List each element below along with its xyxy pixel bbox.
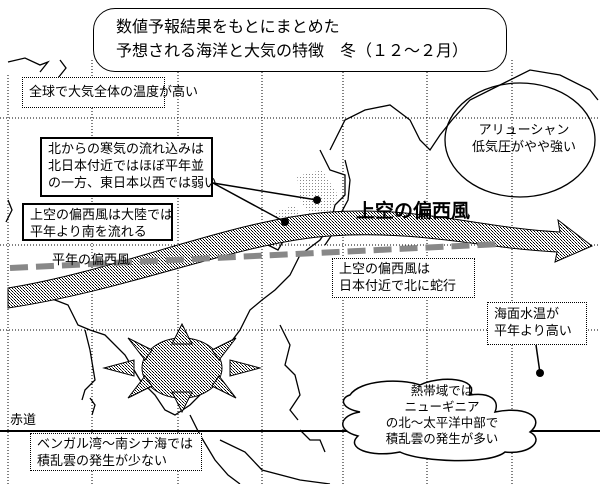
- marker-sst: [536, 369, 544, 377]
- aleutian-low-note: アリューシャン 低気圧がやや強い: [472, 122, 576, 156]
- bengal-note: ベンガル湾～南シナ海では 積乱雲の発生が少ない: [30, 433, 202, 471]
- normal-westerly-label: 平年の偏西風: [52, 253, 131, 268]
- note-line: 日本付近で北に蛇行: [339, 279, 457, 294]
- note-line: 平年より南を流れる: [30, 225, 147, 240]
- callout-lines: [212, 182, 541, 374]
- cold-air-note: 北からの寒気の流れ込みは 北日本付近ではほぼ平年並 の一方、東日本以西では弱い: [40, 137, 218, 197]
- map-title: 数値予報結果をもとにまとめた 予想される海洋と大気の特徴 冬（１２～２月）: [93, 8, 507, 72]
- sst-note: 海面水温が 平年より高い: [487, 302, 587, 345]
- note-line: 熱帯域では: [410, 383, 474, 398]
- lat-lon-grid: [0, 60, 600, 484]
- note-line: ベンガル湾～南シナ海では: [37, 437, 194, 452]
- note-line: 積乱雲の発生が多い: [385, 431, 499, 446]
- note-line: 低気圧がやや強い: [472, 140, 577, 155]
- westerly-continent-note: 上空の偏西風は大陸では 平年より南を流れる: [22, 203, 173, 241]
- note-line: 積乱雲の発生が少ない: [37, 454, 168, 469]
- note-line: 海面水温が: [494, 307, 560, 322]
- note-line: ニューギニア: [404, 399, 480, 414]
- note-line: アリューシャン: [478, 123, 570, 138]
- note-line: 平年より高い: [494, 324, 572, 339]
- note-line: 北日本付近ではほぼ平年並: [48, 159, 205, 174]
- normal-westerly-line: [9, 241, 501, 271]
- note-line: の北～太平洋中部で: [385, 415, 499, 430]
- note-line: 上空の偏西風は: [339, 262, 431, 277]
- title-line-1: 数値予報結果をもとにまとめた: [116, 17, 340, 36]
- note-line: 上空の偏西風は大陸では: [30, 208, 174, 223]
- cloud-shape: [342, 378, 537, 462]
- aleutian-low-circle: [444, 82, 596, 198]
- marker-north-japan: [313, 196, 321, 204]
- note-line: の一方、東日本以西では弱い: [48, 176, 218, 191]
- suppressed-convection-symbol: [102, 322, 262, 414]
- note-line: 北からの寒気の流れ込みは: [48, 142, 205, 157]
- marker-west-japan: [281, 218, 289, 226]
- westerly-japan-note: 上空の偏西風は 日本付近で北に蛇行: [332, 258, 475, 298]
- global-temperature-note: 全球で大気全体の温度が高い: [22, 77, 198, 108]
- upper-westerly-label: 上空の偏西風: [356, 200, 471, 222]
- title-line-2: 予想される海洋と大気の特徴 冬（１２～２月）: [116, 41, 469, 60]
- equator-label: 赤道: [10, 413, 37, 428]
- tropics-note: 熱帯域では ニューギニア の北～太平洋中部で 積乱雲の発生が多い: [377, 383, 507, 447]
